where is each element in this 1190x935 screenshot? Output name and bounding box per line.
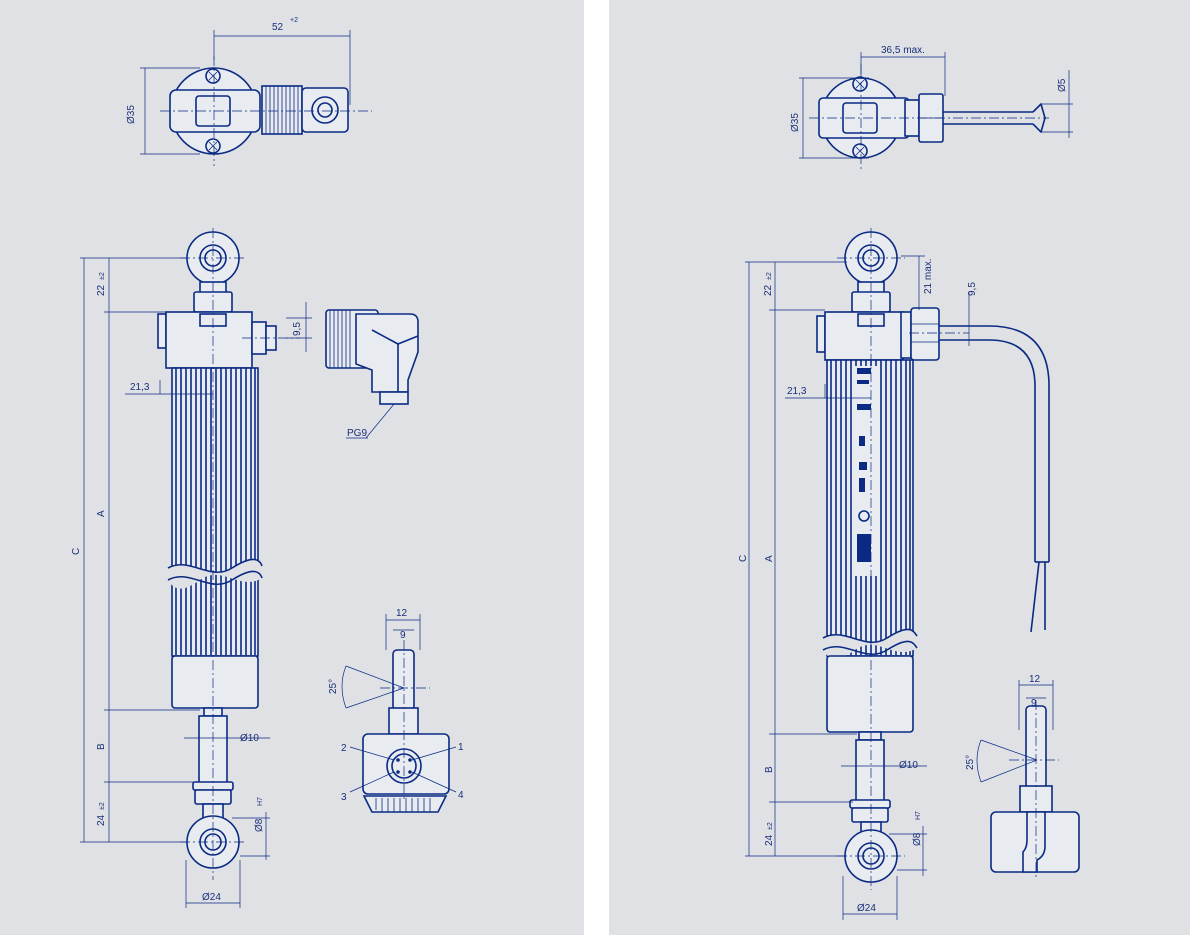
end-view-right: 12 9 25° [965,674,1080,880]
dim-tol-24: ±2 [99,802,106,810]
dim-label-diameter-35: Ø35 [126,105,137,124]
drawing-panel-connector-version: 52 +2 Ø35 22 ±2 9,5 21,3 A C B Ø10 24 ±2… [0,0,584,935]
dim-label-9-5: 9,5 [292,322,303,336]
dim-label-diameter-35-right: Ø35 [790,113,801,132]
dim-label-c-right: C [738,555,749,562]
dim-label-diameter-8: Ø8 [254,818,265,832]
dim-label-a: A [96,510,107,517]
dim-label-52: 52 [272,22,284,33]
dim-label-36-5-max: 36,5 max. [881,45,925,56]
dim-label-9: 9 [400,630,406,641]
dim-tol-h7: H7 [257,797,264,806]
end-view-left: 12 9 25° 1 2 3 4 [328,608,464,813]
dim-label-c: C [71,548,82,555]
side-view-right: 22 ±2 21 max. 9,5 21,3 A C B Ø10 24 ±2 Ø… [738,228,1050,920]
dim-label-diameter-5: Ø5 [1057,78,1068,92]
technical-drawing-left: 52 +2 Ø35 22 ±2 9,5 21,3 A C B Ø10 24 ±2… [71,17,464,908]
label-pg9: PG9 [347,428,367,439]
connector-knurling [329,310,351,368]
dim-tol-22: ±2 [99,272,106,280]
dim-label-25-deg-right: 25° [965,755,976,770]
technical-drawing-right: 36,5 max. Ø35 Ø5 [738,45,1080,920]
end-view-knurl [375,798,431,812]
dim-label-22-right: 22 [763,284,774,296]
dim-label-b: B [96,743,107,750]
dim-label-diameter-10: Ø10 [240,733,259,744]
dim-label-diameter-24: Ø24 [202,892,221,903]
dim-label-b-right: B [764,766,775,773]
dim-label-22: 22 [96,284,107,296]
dim-tol-h7-right: H7 [915,811,922,820]
dim-tolerance-52: +2 [290,17,298,24]
dim-label-21-3-right: 21,3 [787,386,807,397]
dim-tol-24-right: ±2 [767,822,774,830]
tube-ribs [175,368,256,655]
drawing-panel-cable-version: 36,5 max. Ø35 Ø5 [609,0,1190,935]
tube-label-marks [857,368,871,562]
pin-label-1: 1 [458,742,464,753]
dim-label-12-right: 12 [1029,674,1041,685]
dim-label-9-right: 9 [1031,698,1037,709]
dim-label-9-5-right: 9,5 [967,282,978,296]
dim-label-diameter-8-right: Ø8 [912,832,923,846]
pin-label-3: 3 [341,792,347,803]
dim-tol-22-right: ±2 [766,272,773,280]
dim-label-diameter-24-right: Ø24 [857,903,876,914]
dim-label-12: 12 [396,608,408,619]
dim-label-21-3: 21,3 [130,382,150,393]
dim-label-a-right: A [764,555,775,562]
dim-label-24-right: 24 [764,834,775,846]
top-view-right: 36,5 max. Ø35 Ø5 [790,45,1073,170]
dim-label-24: 24 [96,814,107,826]
dim-label-21-max: 21 max. [923,258,934,294]
knurled-nut-hatching [265,86,299,134]
pin-label-4: 4 [458,790,464,801]
dim-label-diameter-10-right: Ø10 [899,760,918,771]
top-view-left [140,30,372,166]
side-view-left: 52 +2 Ø35 22 ±2 9,5 21,3 A C B Ø10 24 ±2… [71,17,419,908]
pin-label-2: 2 [341,743,347,754]
dim-label-25-deg: 25° [328,679,339,694]
